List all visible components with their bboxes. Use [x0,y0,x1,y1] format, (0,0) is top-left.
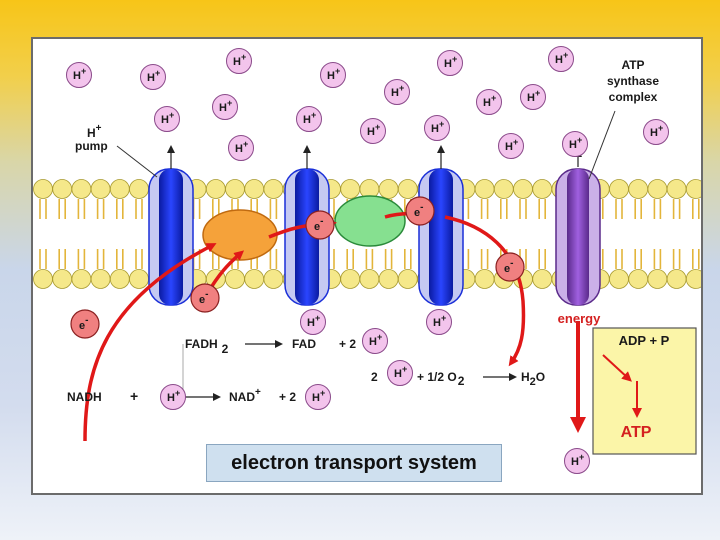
electron: e- [191,284,219,312]
hydrogen-ion: H+ [321,63,346,88]
hydrogen-ion: H+ [644,120,669,145]
synthase-pointer [589,111,615,179]
hydrogen-ion: H+ [155,107,180,132]
atp-label: ATP [621,424,652,441]
hydrogen-ion: H+ [297,107,322,132]
hydrogen-ion: H+ [385,80,410,105]
h2o-h: H [521,370,530,384]
plus-2-a: + 2 [339,337,356,351]
hydrogen-ion: H+ [361,119,386,144]
electron: e- [406,197,434,225]
atp-synthase-complex [556,169,600,305]
hydrogen-ion: H+ [301,310,326,335]
hydrogen-ion: H+ [499,134,524,159]
nad-sup: + [255,387,261,398]
svg-text:+ 1/2 O2: + 1/2 O2 [417,370,465,388]
green-carrier [335,196,405,246]
diagram-frame: H+H+H+H+H+H+H+H+H+H+H+H+H+H+H+H+H+H+H+H+… [31,37,703,495]
atp-synthase-label-1: ATP [621,58,644,72]
hydrogen-ion: H+ [141,65,166,90]
half-o2-label: + 1/2 O [417,370,457,384]
h2o-o: O [536,370,545,384]
energy-label: energy [558,311,601,326]
hydrogen-ion: H+ [213,95,238,120]
electron: e- [71,310,99,338]
hydrogen-ion: H+ [306,385,331,410]
nad-label: NAD [229,390,255,404]
protein-complex-3 [419,169,463,305]
h-pump-label: pump [75,139,108,153]
diagram-title: electron transport system [206,444,502,482]
nadh-plus: + [130,388,138,404]
hydrogen-ion: H+ [425,116,450,141]
fad-label: FAD [292,337,316,351]
svg-text:H2O: H2O [521,370,545,388]
fadh2-label: FADH [185,337,218,351]
atp-synthase-label-2: synthase [607,74,659,88]
hydrogen-ion: H+ [477,90,502,115]
hydrogen-ion: H+ [565,449,590,474]
half-o2-sub: 2 [458,374,465,388]
hydrogen-ion: H+ [229,136,254,161]
svg-text:NAD+: NAD+ [229,387,261,404]
hydrogen-ion: H+ [521,85,546,110]
fadh2-sub: 2 [222,342,229,356]
electron: e- [496,253,524,281]
two-h-label: 2 [371,370,378,384]
electron-transport-diagram: H+H+H+H+H+H+H+H+H+H+H+H+H+H+H+H+H+H+H+H+… [33,39,703,495]
protein-complex-1 [149,169,193,305]
electron: e- [306,211,334,239]
nadh-label: NADH [67,390,102,404]
h-pump-h: H [87,126,96,140]
hydrogen-ion: H+ [363,329,388,354]
hydrogen-ion: H+ [67,63,92,88]
atp-synthase-label-3: complex [609,90,658,104]
plus-2-b: + 2 [279,390,296,404]
pump-pointer [117,146,157,177]
hydrogen-ion: H+ [388,361,413,386]
adp-p-label: ADP + P [619,333,670,348]
hydrogen-ion: H+ [161,385,186,410]
hydrogen-ion: H+ [563,132,588,157]
hydrogen-ion: H+ [438,51,463,76]
hydrogen-ion: H+ [427,310,452,335]
svg-text:H+: H+ [87,123,102,140]
hydrogen-ion: H+ [227,49,252,74]
h-pump-plus: + [96,123,102,134]
hydrogen-ion: H+ [549,47,574,72]
